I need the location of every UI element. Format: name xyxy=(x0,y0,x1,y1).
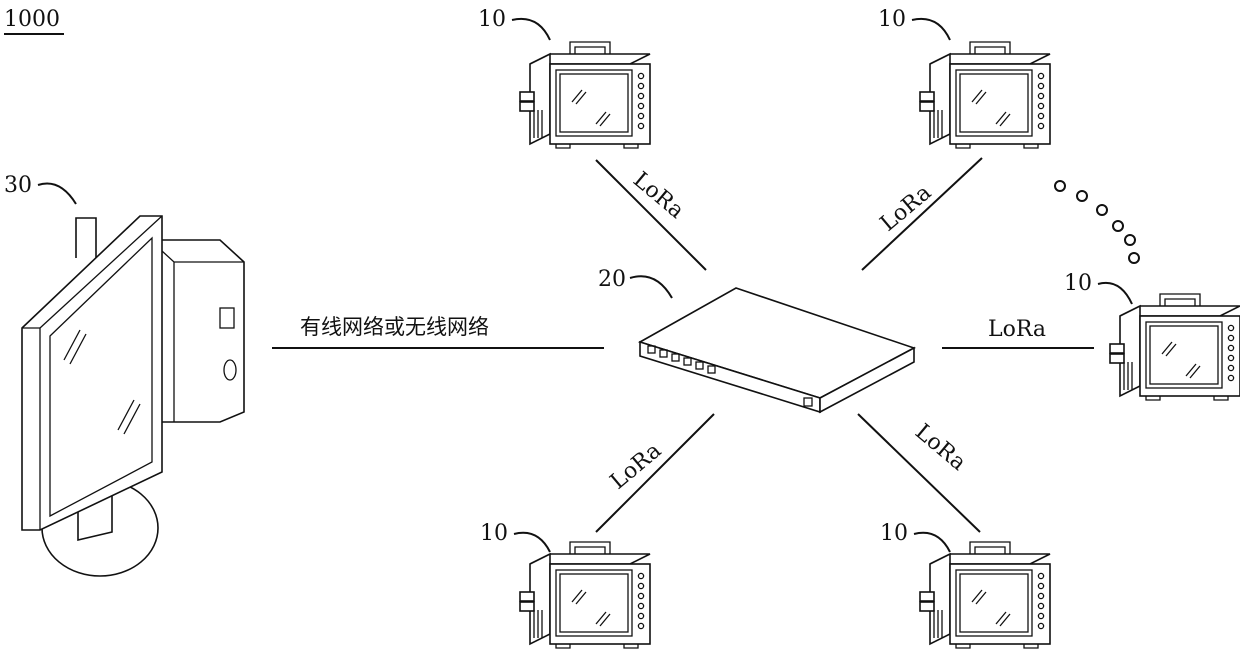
node-leader-arrow-top-right xyxy=(912,19,950,40)
lora-label-bottom-left: LoRa xyxy=(606,438,667,494)
node-reference-label-bottom-left: 10 xyxy=(480,521,508,546)
monitoring-device-top-left xyxy=(520,42,650,148)
node-leader-arrow-right xyxy=(1098,283,1132,304)
node-reference-label-right: 10 xyxy=(1064,271,1092,296)
terminal-leader-arrow xyxy=(38,184,76,204)
node-leader-arrow-bottom-left xyxy=(514,533,550,552)
node-leader-arrow-top-left xyxy=(512,19,550,40)
lora-label-right: LoRa xyxy=(988,317,1046,342)
monitoring-device-right xyxy=(1110,294,1240,400)
monitoring-device-bottom-right xyxy=(920,542,1050,648)
network-link-label: 有线网络或无线网络 xyxy=(300,315,489,339)
monitoring-device-top-right xyxy=(920,42,1050,148)
terminal-reference-label: 30 xyxy=(4,173,32,198)
gateway-device xyxy=(640,288,914,412)
lora-label-top-left: LoRa xyxy=(628,167,689,223)
computer-terminal xyxy=(22,216,244,576)
node-reference-label-top-left: 10 xyxy=(478,7,506,32)
node-leader-arrow-bottom-right xyxy=(914,533,950,552)
gateway-leader-arrow xyxy=(630,276,672,298)
system-reference-label: 1000 xyxy=(4,7,60,32)
gateway-reference-label: 20 xyxy=(598,267,626,292)
node-reference-label-bottom-right: 10 xyxy=(880,521,908,546)
monitoring-device-bottom-left xyxy=(520,542,650,648)
lora-label-bottom-right: LoRa xyxy=(910,419,971,475)
more-nodes-ellipsis xyxy=(1055,181,1139,263)
node-reference-label-top-right: 10 xyxy=(878,7,906,32)
